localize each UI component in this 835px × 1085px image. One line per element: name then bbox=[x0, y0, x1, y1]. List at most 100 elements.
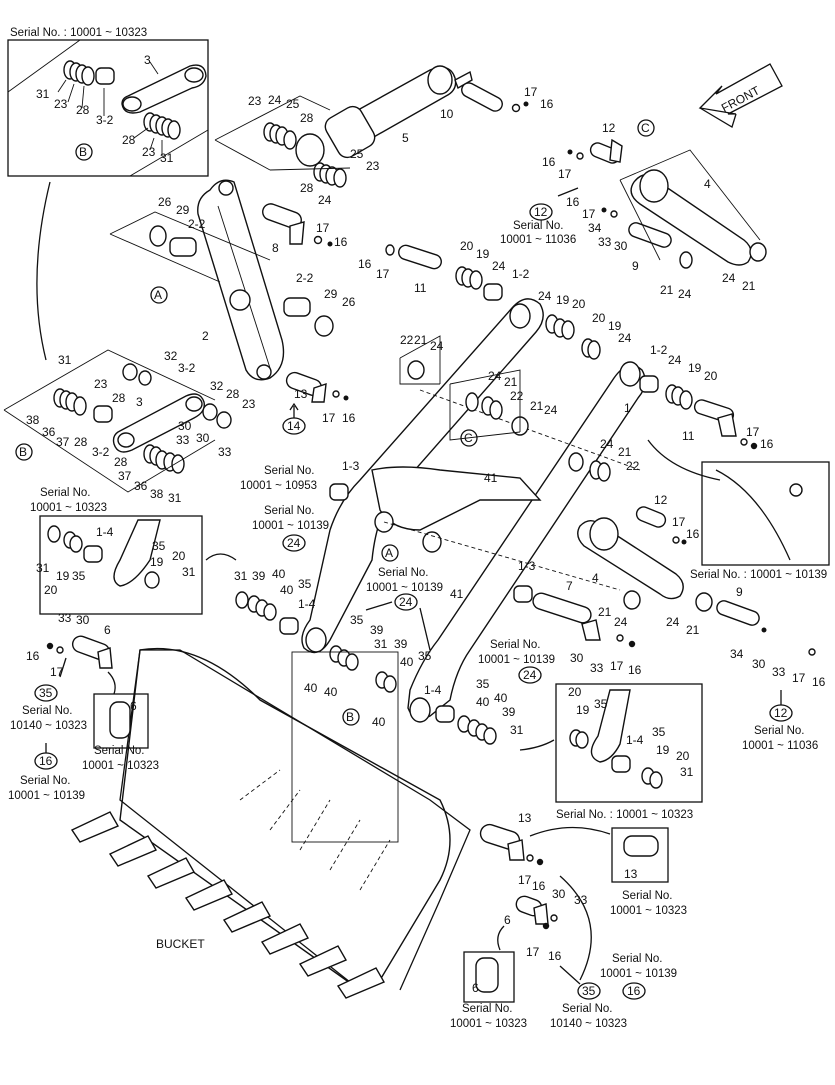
callout-39: 38 bbox=[26, 413, 40, 427]
serial-34-left-label: Serial No. bbox=[22, 705, 73, 717]
bucket-label: BUCKET bbox=[156, 937, 205, 951]
callout-3: 3 bbox=[136, 395, 143, 409]
callout-30: 31 bbox=[160, 151, 174, 165]
callout-29: 30 bbox=[76, 613, 90, 627]
serial-34-left-range: 10140 ~ 10323 bbox=[10, 720, 87, 732]
boom-top-parts bbox=[329, 244, 758, 501]
serial-15-left-range: 10001 ~ 10139 bbox=[8, 790, 85, 802]
pin-13-top bbox=[285, 371, 349, 403]
callout-29: 30 bbox=[196, 431, 210, 445]
callout-18: 19 bbox=[688, 361, 702, 375]
callout-1-3: 1-3 bbox=[518, 559, 536, 573]
callout-22: 23 bbox=[94, 377, 108, 391]
callout-30: 31 bbox=[182, 565, 196, 579]
callout-numbers: 3 31 23 28 3-2 28 23 31 23 24 25 28 5 25… bbox=[26, 53, 826, 995]
leader-curve-left-mid bbox=[205, 553, 237, 561]
serial-6-right-label: Serial No. bbox=[462, 1003, 513, 1015]
callout-27: 28 bbox=[112, 391, 126, 405]
serial-15-left-label: Serial No. bbox=[20, 775, 71, 787]
callout-20: 21 bbox=[414, 333, 428, 347]
serial-26c-label: Serial No. bbox=[490, 639, 541, 651]
callout-19: 20 bbox=[704, 369, 718, 383]
serial-right-mid: Serial No. : 10001 ~ 10139 bbox=[690, 569, 827, 581]
serial-15-right-label: Serial No. bbox=[612, 953, 663, 965]
callout-15: 16 bbox=[760, 437, 774, 451]
callout-32: 33 bbox=[574, 893, 588, 907]
circle-17-bottom: 12 bbox=[774, 706, 788, 720]
callout-32: 33 bbox=[598, 235, 612, 249]
front-arrow: FRONT bbox=[698, 63, 783, 128]
callout-13: 13 bbox=[518, 811, 532, 825]
callout-1-4: 1-4 bbox=[96, 525, 114, 539]
callout-16: 17 bbox=[518, 873, 532, 887]
callout-40: 40 bbox=[280, 583, 294, 597]
callout-6: 6 bbox=[504, 913, 511, 927]
callout-11: 11 bbox=[682, 429, 695, 443]
callout-30: 31 bbox=[510, 723, 524, 737]
callout-15: 16 bbox=[566, 195, 580, 209]
marker-a-mid: A bbox=[154, 288, 162, 302]
callout-32: 33 bbox=[176, 433, 190, 447]
callout-27: 28 bbox=[122, 133, 136, 147]
callout-16: 17 bbox=[610, 659, 624, 673]
circle-15-right: 16 bbox=[627, 984, 641, 998]
callout-15: 16 bbox=[548, 949, 562, 963]
callout-36: 36 bbox=[134, 479, 148, 493]
callout-16: 17 bbox=[322, 411, 336, 425]
link-3-top bbox=[63, 60, 207, 140]
callout-21: 22 bbox=[400, 333, 414, 347]
callout-35: 35 bbox=[594, 697, 608, 711]
callout-3-2: 3-2 bbox=[96, 113, 114, 127]
link-3-lower bbox=[53, 363, 232, 474]
callout-41: 40 bbox=[272, 567, 286, 581]
ref-arrows bbox=[45, 187, 782, 985]
callout-20: 21 bbox=[530, 399, 544, 413]
callout-26: 24 bbox=[538, 289, 552, 303]
callout-15: 16 bbox=[812, 675, 826, 689]
callout-30: 31 bbox=[680, 765, 694, 779]
callout-4: 4 bbox=[592, 571, 599, 585]
callout-38: 39 bbox=[502, 705, 516, 719]
bell-crank-2 bbox=[197, 179, 285, 381]
callout-36: 36 bbox=[42, 425, 56, 439]
marker-b-left: B bbox=[19, 445, 27, 459]
callout-1-2: 1-2 bbox=[512, 267, 530, 281]
callout-16: 17 bbox=[792, 671, 806, 685]
callout-29: 30 bbox=[752, 657, 766, 671]
callout-22: 23 bbox=[242, 397, 256, 411]
callout-29: 30 bbox=[614, 239, 628, 253]
leader-curve-b bbox=[36, 181, 51, 361]
callout-25: 26 bbox=[342, 295, 356, 309]
callout-27: 28 bbox=[74, 435, 88, 449]
callout-1-4: 1-4 bbox=[626, 733, 644, 747]
callout-20: 21 bbox=[504, 375, 518, 389]
callout-18: 19 bbox=[656, 743, 670, 757]
callout-19: 20 bbox=[460, 239, 474, 253]
callout-35: 35 bbox=[476, 677, 490, 691]
callout-33: 34 bbox=[588, 221, 602, 235]
callout-1: 1 bbox=[624, 401, 631, 415]
callout-23: 24 bbox=[268, 93, 282, 107]
callout-9: 9 bbox=[736, 585, 743, 599]
callout-19: 20 bbox=[572, 297, 586, 311]
callout-20: 21 bbox=[660, 283, 674, 297]
boom-1 bbox=[301, 298, 646, 723]
callout-27: 28 bbox=[226, 387, 240, 401]
callout-19: 20 bbox=[172, 549, 186, 563]
callout-37: 37 bbox=[118, 469, 132, 483]
callout-5: 5 bbox=[402, 131, 409, 145]
callout-41: 40 bbox=[494, 691, 508, 705]
callout-2: 2 bbox=[202, 329, 209, 343]
callout-40: 40 bbox=[476, 695, 490, 709]
leader-curve-right bbox=[647, 439, 721, 481]
callout-16: 17 bbox=[524, 85, 538, 99]
callout-31: 32 bbox=[164, 349, 178, 363]
pin-10 bbox=[461, 82, 529, 113]
callout-1-2: 1-2 bbox=[650, 343, 668, 357]
callout-158: 41 bbox=[484, 471, 498, 485]
callout-22: 23 bbox=[142, 145, 156, 159]
callout-40: 40 bbox=[304, 681, 318, 695]
serial-15-right-range: 10001 ~ 10139 bbox=[600, 968, 677, 980]
callout-30: 31 bbox=[168, 491, 182, 505]
